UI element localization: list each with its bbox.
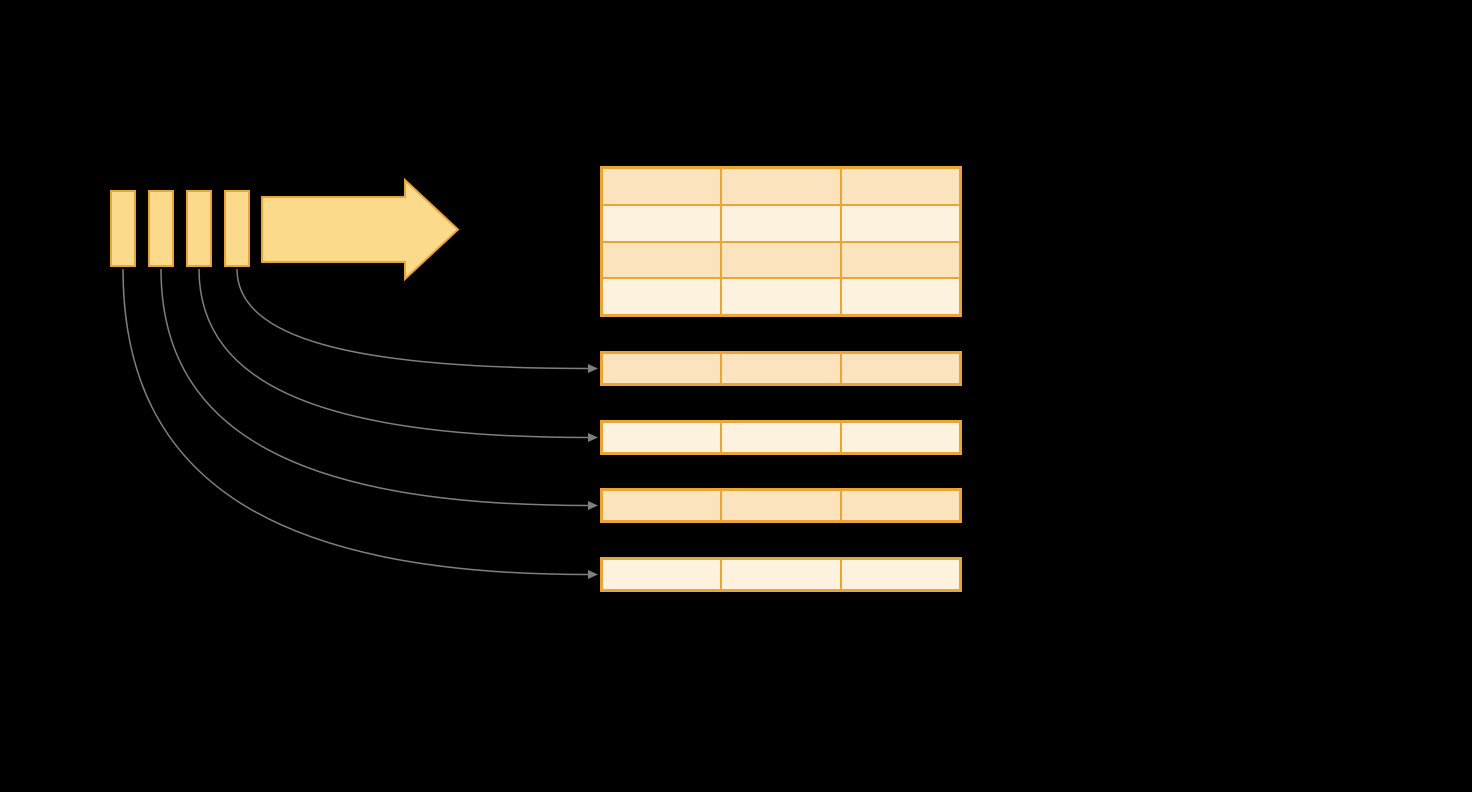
table-cell [840, 559, 960, 590]
connector-arrowhead-2 [588, 433, 598, 442]
connector-arrowhead-4 [588, 570, 598, 579]
table-cell [721, 241, 841, 279]
connector-arrowhead-1 [588, 364, 598, 373]
table-cell [840, 422, 960, 453]
table-cell [840, 278, 960, 315]
table-cell [721, 422, 841, 453]
connector-curve-3 [160, 268, 589, 507]
row-table-1 [600, 351, 962, 386]
table-cell [602, 559, 722, 590]
big-right-arrow [261, 177, 460, 282]
table-cell [602, 241, 722, 279]
input-bar-1 [110, 190, 136, 267]
connector-arrowhead-3 [588, 501, 598, 510]
connector-curve-2 [198, 268, 589, 439]
table-cell [721, 490, 841, 521]
table-cell [602, 353, 722, 384]
table-cell [602, 204, 722, 242]
table-cell [840, 241, 960, 279]
table-cell [602, 422, 722, 453]
matrix-table [600, 166, 962, 317]
input-bar-3 [186, 190, 212, 267]
row-table-2 [600, 420, 962, 455]
table-cell [602, 168, 722, 205]
table-cell [721, 559, 841, 590]
table-cell [721, 204, 841, 242]
table-cell [721, 353, 841, 384]
row-table-4 [600, 557, 962, 592]
table-cell [602, 278, 722, 315]
row-table-3 [600, 488, 962, 523]
table-cell [840, 490, 960, 521]
table-cell [840, 353, 960, 384]
input-bar-2 [148, 190, 174, 267]
input-bar-4 [224, 190, 250, 267]
table-cell [840, 168, 960, 205]
table-cell [721, 278, 841, 315]
table-cell [840, 204, 960, 242]
connector-curve-4 [122, 268, 589, 576]
table-cell [602, 490, 722, 521]
connector-curve-1 [236, 268, 589, 370]
table-cell [721, 168, 841, 205]
